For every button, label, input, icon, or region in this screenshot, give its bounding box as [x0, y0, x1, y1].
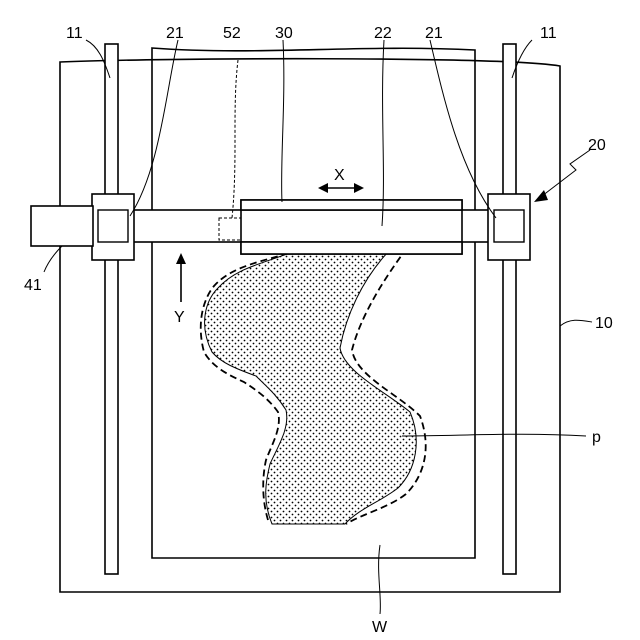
head-bottom-edge [241, 242, 462, 254]
leader-w [379, 545, 381, 614]
label-10: 10 [595, 315, 613, 332]
label-21-right: 21 [425, 25, 443, 42]
x-direction-arrow [318, 183, 364, 193]
label-52: 52 [223, 25, 241, 42]
label-21-left: 21 [166, 25, 184, 42]
leader-21-left [130, 40, 178, 216]
left-rail [105, 44, 118, 574]
y-direction-arrow [176, 253, 186, 302]
left-slider-inner [98, 210, 128, 242]
motor-box [31, 206, 93, 246]
label-11-right: 11 [540, 25, 557, 42]
leader-p [402, 434, 586, 436]
leader-21-right [430, 40, 496, 218]
label-y: Y [174, 309, 185, 326]
label-w: W [372, 619, 388, 636]
label-22: 22 [374, 25, 392, 42]
label-11-left: 11 [66, 25, 83, 42]
gantry-beam [128, 210, 498, 242]
label-20: 20 [588, 137, 606, 154]
leader-30 [282, 40, 284, 202]
head-top-edge [241, 200, 462, 210]
label-30: 30 [275, 25, 293, 42]
leader-22 [382, 40, 384, 226]
right-rail [503, 44, 516, 574]
right-slider-inner [494, 210, 524, 242]
label-x: X [334, 167, 345, 184]
label-41: 41 [24, 277, 42, 294]
sensor-leader [232, 60, 238, 218]
label-p: p [592, 429, 601, 446]
leader-20-arrowhead [534, 190, 548, 202]
leader-10 [560, 320, 592, 326]
leader-20 [542, 150, 590, 196]
